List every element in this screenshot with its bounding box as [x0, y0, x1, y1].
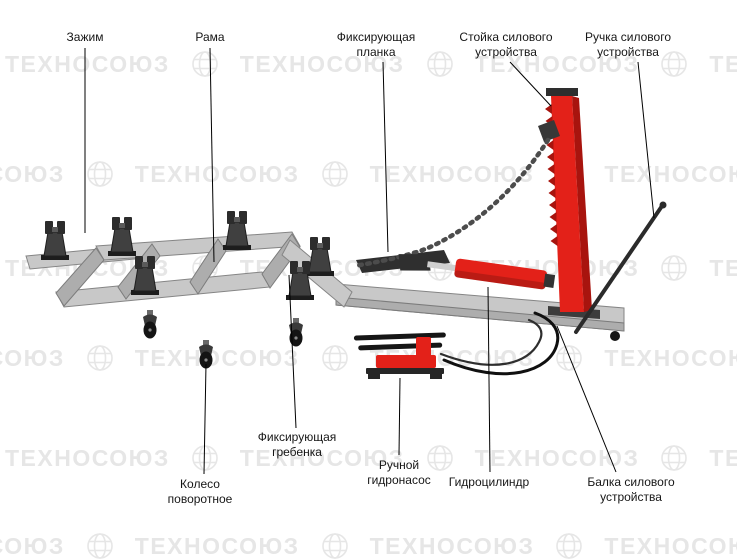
hydraulic-hose [442, 311, 560, 376]
globe-watermark-icon [86, 533, 113, 559]
label-clamp: Зажим [66, 30, 104, 44]
watermark-text: ТЕХНОСОЮЗ [134, 160, 300, 187]
watermark-text: ТЕХНОСОЮЗ [5, 50, 170, 77]
label-power-stand: Стойка силового устройства [459, 30, 553, 59]
chain [351, 120, 560, 269]
watermark-row: ТЕХНОСОЮЗТЕХНОСОЮЗТЕХНОСОЮЗТЕХНОСОЮЗТЕХН… [0, 49, 737, 79]
power-handle-rod [574, 201, 667, 334]
label-frame: Рама [195, 30, 225, 44]
hand-pump [353, 332, 446, 379]
watermark-row: ТЕХНОСОЮЗТЕХНОСОЮЗТЕХНОСОЮЗТЕХНОСОЮЗТЕХН… [0, 531, 737, 560]
globe-watermark-icon [556, 345, 583, 371]
globe-watermark-icon [661, 51, 688, 77]
globe-watermark-icon [321, 161, 348, 187]
watermark-text: ТЕХНОСОЮЗ [369, 160, 535, 187]
label-power-handle: Ручка силового устройства [585, 30, 671, 59]
watermark-text: ТЕХНОСОЮЗ [239, 444, 405, 471]
watermark-text: ТЕХНОСОЮЗ [369, 532, 535, 559]
globe-watermark-icon [426, 445, 453, 471]
hydraulic-cylinder [398, 254, 556, 290]
label-hand-pump: Ручной гидронасос [367, 458, 431, 487]
watermark-text: ТЕХНОСОЮЗ [0, 344, 65, 371]
globe-watermark-icon [321, 533, 348, 559]
label-hydraulic-cylinder: Гидроцилиндр [448, 475, 530, 489]
label-fixing-comb: Фиксирующая гребенка [257, 430, 337, 459]
watermark-text: ТЕХНОСОЮЗ [474, 50, 640, 77]
label-swivel-wheel: Колесо поворотное [167, 477, 233, 506]
watermark-text: ТЕХНОСОЮЗ [0, 532, 65, 559]
watermark-text: ТЕХНОСОЮЗ [134, 344, 300, 371]
watermark-text: ТЕХНОСОЮЗ [604, 344, 737, 371]
watermark-text: ТЕХНОСОЮЗ [604, 532, 737, 559]
globe-watermark-icon [661, 255, 688, 281]
globe-watermark-icon [321, 345, 348, 371]
watermark-row: ТЕХНОСОЮЗТЕХНОСОЮЗТЕХНОСОЮЗТЕХНОСОЮЗТЕХН… [0, 159, 737, 189]
watermark-text: ТЕХНОСОЮЗ [709, 444, 737, 471]
watermark-text: ТЕХНОСОЮЗ [709, 50, 737, 77]
watermark-text: ТЕХНОСОЮЗ [134, 532, 300, 559]
globe-watermark-icon [86, 345, 113, 371]
watermark-row: ТЕХНОСОЮЗТЕХНОСОЮЗТЕХНОСОЮЗТЕХНОСОЮЗТЕХН… [0, 443, 737, 473]
watermark-text: ТЕХНОСОЮЗ [709, 254, 737, 281]
watermark-text: ТЕХНОСОЮЗ [5, 444, 170, 471]
watermark-text: ТЕХНОСОЮЗ [0, 160, 65, 187]
watermark-text: ТЕХНОСОЮЗ [239, 50, 405, 77]
globe-watermark-icon [556, 533, 583, 559]
globe-watermark-icon [661, 445, 688, 471]
watermark-text: ТЕХНОСОЮЗ [604, 160, 737, 187]
globe-watermark-icon [426, 51, 453, 77]
globe-watermark-icon [191, 51, 218, 77]
hydraulic-hose-2 [439, 318, 543, 366]
globe-watermark-icon [86, 161, 113, 187]
label-fixing-plank: Фиксирующая планка [336, 30, 416, 59]
label-power-beam: Балка силового устройства [587, 475, 675, 504]
